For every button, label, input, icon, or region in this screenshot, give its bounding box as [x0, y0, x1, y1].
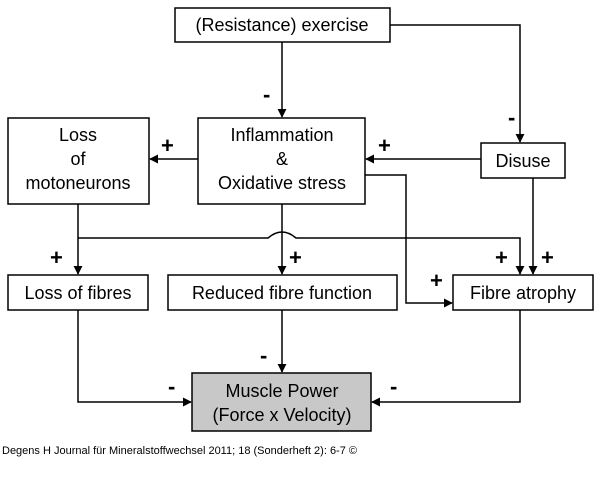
- sign-disuse-inflammation: +: [378, 133, 391, 158]
- edge-fibre-atrophy-to-muscle-power: [371, 310, 521, 407]
- node-disuse: Disuse: [480, 142, 566, 179]
- node-motoneurons-line3: motoneurons: [25, 173, 130, 193]
- node-inflammation-line3: Oxidative stress: [218, 173, 346, 193]
- sign-inflammation-reduced-function: +: [289, 245, 302, 270]
- node-loss-fibres: Loss of fibres: [7, 274, 149, 311]
- node-inflammation: Inflammation & Oxidative stress: [197, 117, 366, 205]
- edge-loss-fibres-to-muscle-power: [77, 310, 192, 407]
- node-loss-fibres-label: Loss of fibres: [24, 283, 131, 303]
- sign-reduced-function-muscle-power: -: [260, 343, 267, 368]
- node-motoneurons-line2: of: [70, 149, 86, 169]
- sign-motoneurons-loss-fibres: +: [50, 245, 63, 270]
- edge-exercise-to-disuse: [390, 24, 525, 143]
- sign-motoneurons-fibre-atrophy: +: [495, 245, 508, 270]
- sign-exercise-disuse: -: [508, 105, 515, 130]
- sign-loss-fibres-muscle-power: -: [168, 374, 175, 399]
- node-inflammation-line2: &: [276, 149, 288, 169]
- sign-disuse-fibre-atrophy: +: [541, 245, 554, 270]
- sign-inflammation-motoneurons: +: [161, 133, 174, 158]
- node-reduced-function-label: Reduced fibre function: [192, 283, 372, 303]
- source-caption: Degens H Journal für Mineralstoffwechsel…: [2, 445, 357, 457]
- node-motoneurons: Loss of motoneurons: [7, 117, 150, 205]
- node-fibre-atrophy: Fibre atrophy: [452, 274, 594, 311]
- sign-fibre-atrophy-muscle-power: -: [390, 374, 397, 399]
- node-exercise-label: (Resistance) exercise: [195, 15, 368, 35]
- node-exercise: (Resistance) exercise: [174, 7, 391, 43]
- node-muscle-power: Muscle Power (Force x Velocity): [191, 372, 372, 432]
- node-muscle-power-line2: (Force x Velocity): [212, 405, 351, 425]
- node-muscle-power-line1: Muscle Power: [225, 381, 338, 401]
- sign-exercise-inflammation: -: [263, 82, 270, 107]
- edge-inflammation-to-fibre-atrophy: [365, 174, 453, 308]
- node-inflammation-line1: Inflammation: [230, 125, 333, 145]
- node-disuse-label: Disuse: [495, 151, 550, 171]
- node-fibre-atrophy-label: Fibre atrophy: [470, 283, 576, 303]
- node-motoneurons-line1: Loss: [59, 125, 97, 145]
- feedback-diagram: (Resistance) exercise Loss of motoneuron…: [7, 7, 594, 432]
- node-reduced-function: Reduced fibre function: [167, 274, 398, 311]
- edge-motoneurons-to-fibre-atrophy: [78, 231, 525, 275]
- sign-inflammation-fibre-atrophy: +: [430, 268, 443, 293]
